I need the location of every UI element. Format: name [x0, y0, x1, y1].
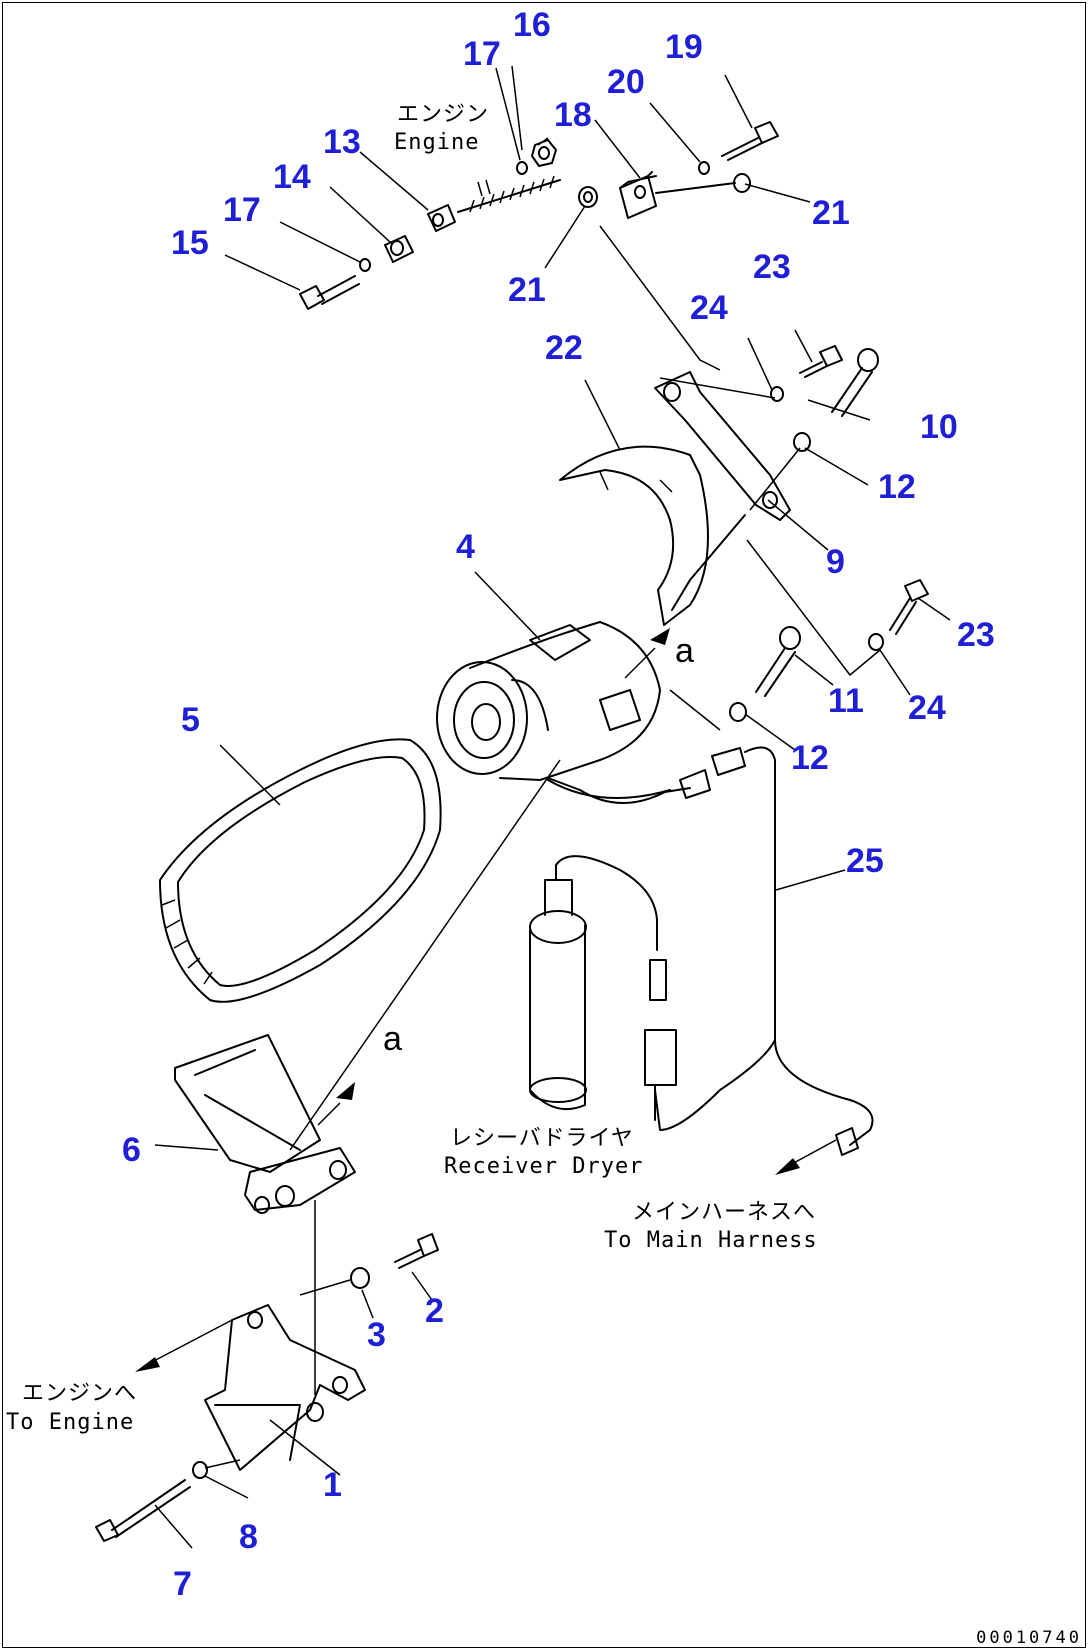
- bolt-15: [299, 275, 360, 310]
- bolt-23-upper: [799, 345, 843, 378]
- callout-15: 15: [171, 224, 209, 262]
- washer-21-left: [578, 186, 598, 208]
- washer-17-upper: [516, 161, 528, 175]
- callout-4: 4: [456, 528, 475, 566]
- drawing-id: 00010740: [976, 1628, 1082, 1648]
- callout-12-lower: 12: [791, 739, 829, 777]
- washer-21-left-hole: [583, 191, 593, 203]
- bolt-19: [721, 121, 779, 161]
- callout-5: 5: [181, 701, 200, 739]
- callout-13: 13: [323, 123, 361, 161]
- washer-20: [698, 161, 710, 175]
- washer-8: [192, 1461, 208, 1479]
- callout-11: 11: [828, 682, 864, 720]
- link-9: [654, 371, 791, 611]
- washer-12-lower: [729, 702, 747, 722]
- callout-16: 16: [513, 6, 551, 44]
- bolt-2: [394, 1233, 439, 1269]
- receiver-dryer: [529, 855, 677, 1121]
- callout-3: 3: [367, 1316, 386, 1354]
- bolt-10: [831, 348, 879, 417]
- label-to-engine-en: To Engine: [6, 1410, 135, 1435]
- callout-19: 19: [665, 28, 703, 66]
- arrow-ref-a-lower: [317, 1082, 355, 1126]
- label-engine-top-jp: エンジン: [397, 102, 490, 127]
- callout-24-upper: 24: [690, 289, 728, 327]
- assembly-line-18-9: [599, 225, 721, 371]
- assembly-line-8: [204, 1459, 241, 1469]
- callout-20: 20: [607, 63, 645, 101]
- label-to-engine-jp: エンジンへ: [22, 1381, 138, 1406]
- callout-18: 18: [554, 96, 592, 134]
- callout-1: 1: [323, 1466, 342, 1504]
- label-receiver-dryer-jp: レシーバドライヤ: [450, 1126, 634, 1151]
- label-receiver-dryer-en: Receiver Dryer: [444, 1154, 644, 1179]
- compressor-4: [436, 621, 671, 799]
- washer-21-right: [733, 173, 751, 193]
- ref-a-upper: a: [675, 632, 694, 670]
- callout-14: 14: [273, 158, 311, 196]
- arrow-to-main-harness: [775, 1139, 837, 1175]
- washer-24-upper: [770, 386, 784, 402]
- callout-22: 22: [545, 329, 583, 367]
- callout-23-upper: 23: [753, 248, 791, 286]
- bolt-7: [95, 1479, 191, 1542]
- assembly-line-12-upper: [749, 447, 801, 511]
- bracket-13: [427, 204, 456, 232]
- harness-25: [547, 746, 874, 1156]
- callout-25: 25: [846, 842, 884, 880]
- callout-24-lower: 24: [908, 689, 946, 727]
- label-engine-top-en: Engine: [394, 130, 480, 155]
- assembly-line-24: [659, 377, 776, 399]
- washer-17-lower: [359, 258, 371, 272]
- callout-23-lower: 23: [957, 616, 995, 654]
- nut-16: [531, 139, 557, 167]
- callout-2: 2: [425, 1292, 444, 1330]
- ref-a-lower: a: [383, 1020, 402, 1058]
- arrow-ref-a-upper: [624, 628, 670, 679]
- callout-21-left: 21: [508, 271, 546, 309]
- callout-12-upper: 12: [878, 468, 916, 506]
- bolt-23-lower: [889, 579, 929, 635]
- bolt-11: [755, 626, 801, 697]
- bracket-1: [204, 1304, 366, 1471]
- washer-24-lower: [868, 633, 884, 651]
- callout-8: 8: [239, 1518, 258, 1556]
- belt-guard-22: [559, 445, 709, 626]
- callout-17-lower: 17: [223, 191, 261, 229]
- assembly-line-4-6: [289, 759, 561, 1151]
- arrow-to-engine: [135, 1319, 233, 1372]
- callout-21-right: 21: [812, 194, 850, 232]
- label-main-harness-en: To Main Harness: [604, 1228, 818, 1253]
- washer-3: [350, 1267, 370, 1289]
- collar-14: [384, 235, 414, 263]
- leader-lines: [154, 65, 951, 1549]
- belt-5: [159, 738, 442, 1003]
- callout-17-upper: 17: [463, 35, 501, 73]
- assembly-line-9-24: [746, 539, 881, 677]
- assembly-line-3: [299, 1279, 351, 1296]
- label-main-harness-jp: メインハーネスへ: [632, 1200, 817, 1225]
- callout-7: 7: [173, 1565, 192, 1603]
- washer-12-upper: [793, 432, 811, 452]
- bracket-6: [174, 1034, 356, 1214]
- callout-10: 10: [920, 408, 958, 446]
- callout-6: 6: [122, 1131, 141, 1169]
- adjust-rod: [457, 175, 561, 213]
- callout-9: 9: [826, 543, 845, 581]
- assembly-line-12: [669, 689, 721, 731]
- block-18: [619, 171, 736, 219]
